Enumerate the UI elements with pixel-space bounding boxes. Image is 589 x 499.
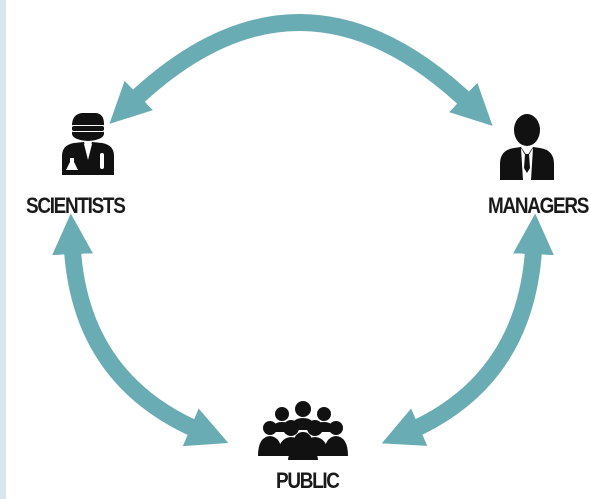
node-label-public: PUBLIC bbox=[276, 468, 340, 493]
node-label-scientists: SCIENTISTS bbox=[26, 193, 126, 218]
left-border bbox=[0, 0, 6, 499]
manager-icon bbox=[500, 114, 554, 180]
arrow-managers-public bbox=[381, 213, 554, 446]
arrow-scientists-managers bbox=[109, 14, 493, 126]
node-label-managers: MANAGERS bbox=[488, 193, 589, 218]
scientist-icon bbox=[62, 113, 114, 175]
arrow-scientists-public bbox=[52, 213, 229, 447]
crowd-icon bbox=[258, 401, 348, 460]
